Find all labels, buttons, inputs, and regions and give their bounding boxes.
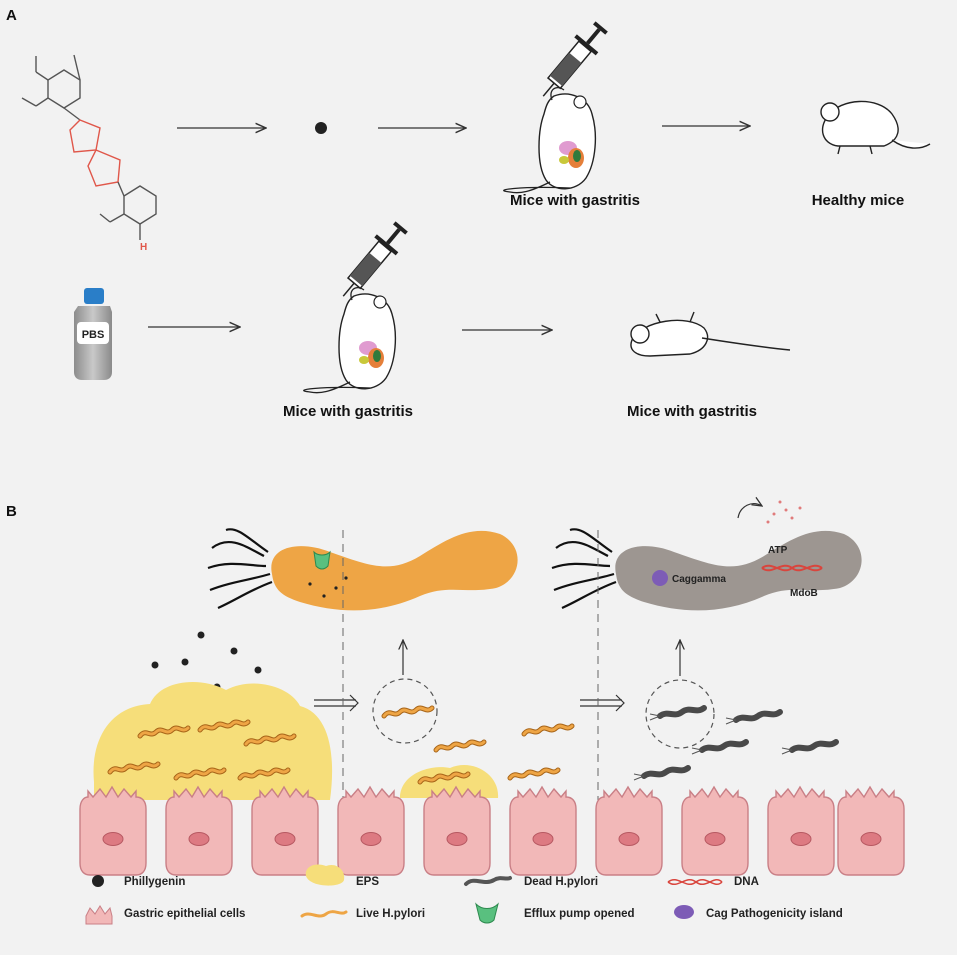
caggamma-label: Caggamma <box>672 574 726 585</box>
legend-live-label: Live H.pylori <box>356 908 425 920</box>
legend-cag-label: Cag Pathogenicity island <box>706 908 843 920</box>
zoom-circle-dead <box>645 679 715 749</box>
panel-a-label: A <box>6 7 17 24</box>
live-rod <box>524 726 572 734</box>
treated-mouse-illustration <box>502 16 614 194</box>
dead-rod <box>650 708 704 720</box>
double-arrows <box>314 694 625 712</box>
zoom-circle-live <box>372 678 438 744</box>
panel-b-label: B <box>6 503 17 520</box>
dead-rod <box>692 742 746 754</box>
legend-gastric-icon <box>85 905 113 925</box>
legend-phillygenin-icon <box>92 875 104 887</box>
caption-row2-untreated: Mice with gastritis <box>627 403 757 420</box>
live-bacterium-zoom <box>207 528 518 611</box>
live-rod <box>510 770 558 778</box>
legend-dna-label: DNA <box>734 876 759 888</box>
dead-rod <box>726 712 780 724</box>
molecule-oh-label: H <box>140 242 147 253</box>
legend-dna-icon <box>667 879 723 885</box>
legend-efflux-label: Efflux pump opened <box>524 908 635 920</box>
caption-row1-treated: Mice with gastritis <box>510 192 640 209</box>
atp-label: ATP <box>768 545 788 556</box>
caption-row2-pbs: Mice with gastritis <box>283 403 413 420</box>
caption-row1-healthy: Healthy mice <box>812 192 905 209</box>
live-rod <box>436 742 484 750</box>
legend-dead-icon <box>464 876 512 886</box>
legend-gastric-label: Gastric epithelial cells <box>124 908 245 920</box>
legend-phillygenin-label: Phillygenin <box>124 876 185 888</box>
phillygenin-structure <box>21 54 157 240</box>
mdob-label: MdoB <box>790 588 818 599</box>
legend-eps-label: EPS <box>356 876 379 888</box>
pbs-bottle-icon <box>74 288 112 380</box>
pbs-label: PBS <box>82 329 105 341</box>
dead-bacterium-zoom <box>551 501 862 611</box>
dead-rod <box>634 768 688 780</box>
eps-biofilm-small <box>400 764 499 798</box>
eps-biofilm-large <box>93 681 333 800</box>
pbs-mouse-illustration <box>302 216 414 394</box>
live-rod <box>384 708 432 716</box>
legend-efflux-icon <box>475 902 499 924</box>
phillygenin-dot <box>315 122 327 134</box>
epithelial-layer <box>79 786 905 876</box>
legend-dead-label: Dead H.pylori <box>524 876 598 888</box>
legend-cag-icon <box>674 905 694 919</box>
legend-eps-icon <box>305 864 345 886</box>
healthy-mouse-illustration <box>820 100 931 155</box>
legend-live-icon <box>300 910 348 918</box>
dead-rod <box>782 742 836 754</box>
phillygenin-dots <box>151 631 262 691</box>
sick-mouse-illustration <box>630 311 791 357</box>
